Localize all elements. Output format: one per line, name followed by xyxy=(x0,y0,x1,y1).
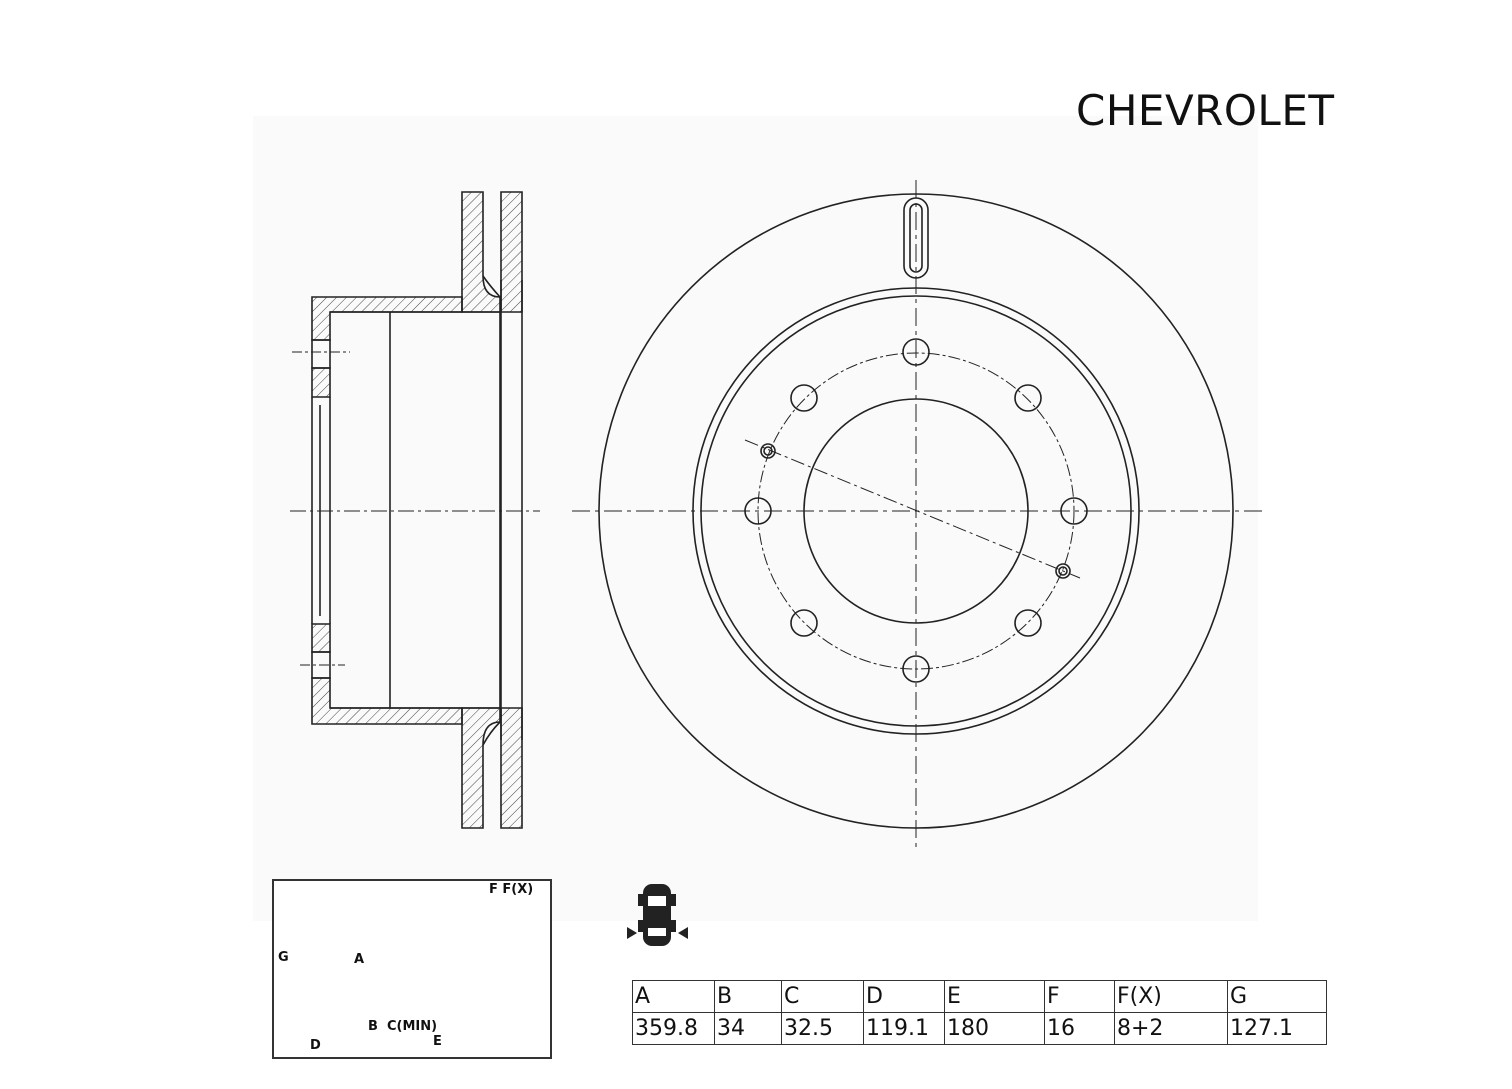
spec-table-header-row: A B C D E F F(X) G xyxy=(632,980,1327,1013)
rear-axle-car-icon xyxy=(627,884,688,946)
legend-label-e: E xyxy=(433,1034,442,1049)
spec-value-fx: 8+2 xyxy=(1114,1012,1228,1045)
spec-value-f: 16 xyxy=(1044,1012,1115,1045)
legend-box xyxy=(272,879,552,1059)
legend-label-b: B xyxy=(368,1019,378,1034)
spec-header-c: C xyxy=(781,980,864,1013)
legend-label-c-min: C(MIN) xyxy=(387,1019,438,1034)
spec-header-f: F xyxy=(1044,980,1115,1013)
spec-header-d: D xyxy=(863,980,945,1013)
spec-value-a: 359.8 xyxy=(632,1012,715,1045)
spec-header-e: E xyxy=(944,980,1045,1013)
legend-label-g: G xyxy=(278,950,289,965)
legend-label-d: D xyxy=(310,1038,321,1053)
drawing-panel xyxy=(253,116,1258,921)
spec-header-b: B xyxy=(714,980,782,1013)
legend-label-a: A xyxy=(354,952,365,967)
spec-value-e: 180 xyxy=(944,1012,1045,1045)
disc-front-view xyxy=(572,180,1262,852)
spec-value-c: 32.5 xyxy=(781,1012,864,1045)
spec-value-g: 127.1 xyxy=(1227,1012,1327,1045)
spec-table-value-row: 359.8 34 32.5 119.1 180 16 8+2 127.1 xyxy=(632,1012,1327,1045)
spec-value-b: 34 xyxy=(714,1012,782,1045)
disc-side-section xyxy=(290,191,540,829)
spec-header-fx: F(X) xyxy=(1114,980,1228,1013)
spec-header-g: G xyxy=(1227,980,1327,1013)
spec-value-d: 119.1 xyxy=(863,1012,945,1045)
legend-label-f-fx: F F(X) xyxy=(489,882,534,897)
spec-table: A B C D E F F(X) G 359.8 34 32.5 119.1 1… xyxy=(632,980,1327,1045)
brand-title: CHEVROLET xyxy=(1076,86,1335,135)
spec-header-a: A xyxy=(632,980,715,1013)
